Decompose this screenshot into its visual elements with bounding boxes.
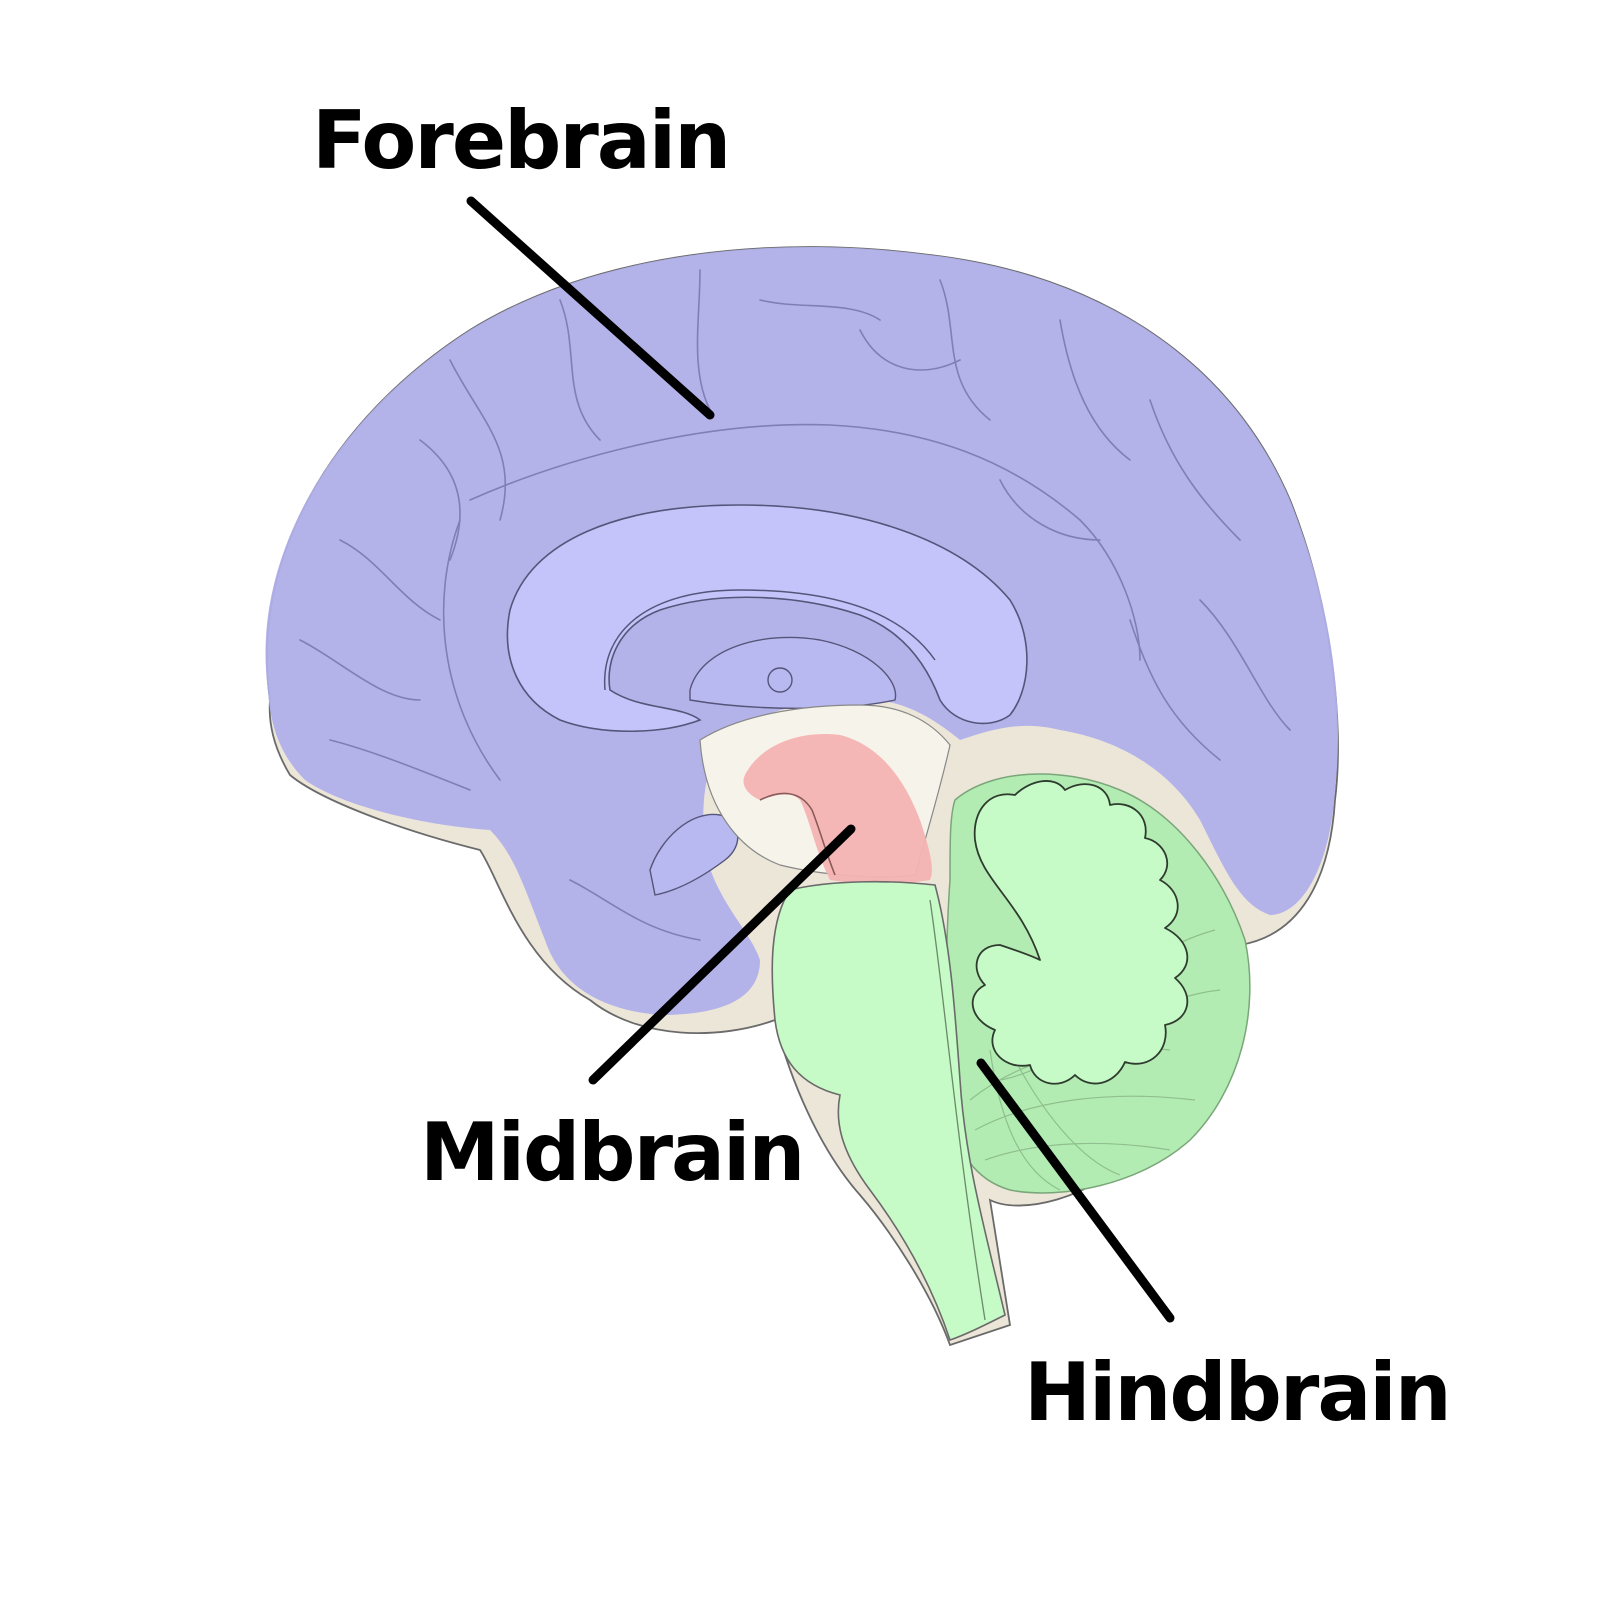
forebrain-region xyxy=(265,247,1338,1016)
brainstem-region xyxy=(771,880,1006,1342)
cortex-sulci xyxy=(299,269,1291,941)
forebrain-label: Forebrain xyxy=(312,94,729,187)
corpus-callosum xyxy=(506,504,1028,732)
interthalamic-adhesion xyxy=(767,667,793,693)
hindbrain-label: Hindbrain xyxy=(1024,1346,1450,1439)
midbrain-leader-line xyxy=(588,824,856,1085)
midbrain-label: Midbrain xyxy=(420,1106,803,1199)
fornix xyxy=(603,589,936,691)
hindbrain-leader-line xyxy=(976,1058,1175,1323)
thalamus-outline xyxy=(689,636,897,709)
forebrain-leader-line xyxy=(466,196,715,420)
arbor-vitae xyxy=(971,780,1189,1085)
brainstem-midline xyxy=(929,899,986,1321)
midbrain-region xyxy=(743,734,932,884)
